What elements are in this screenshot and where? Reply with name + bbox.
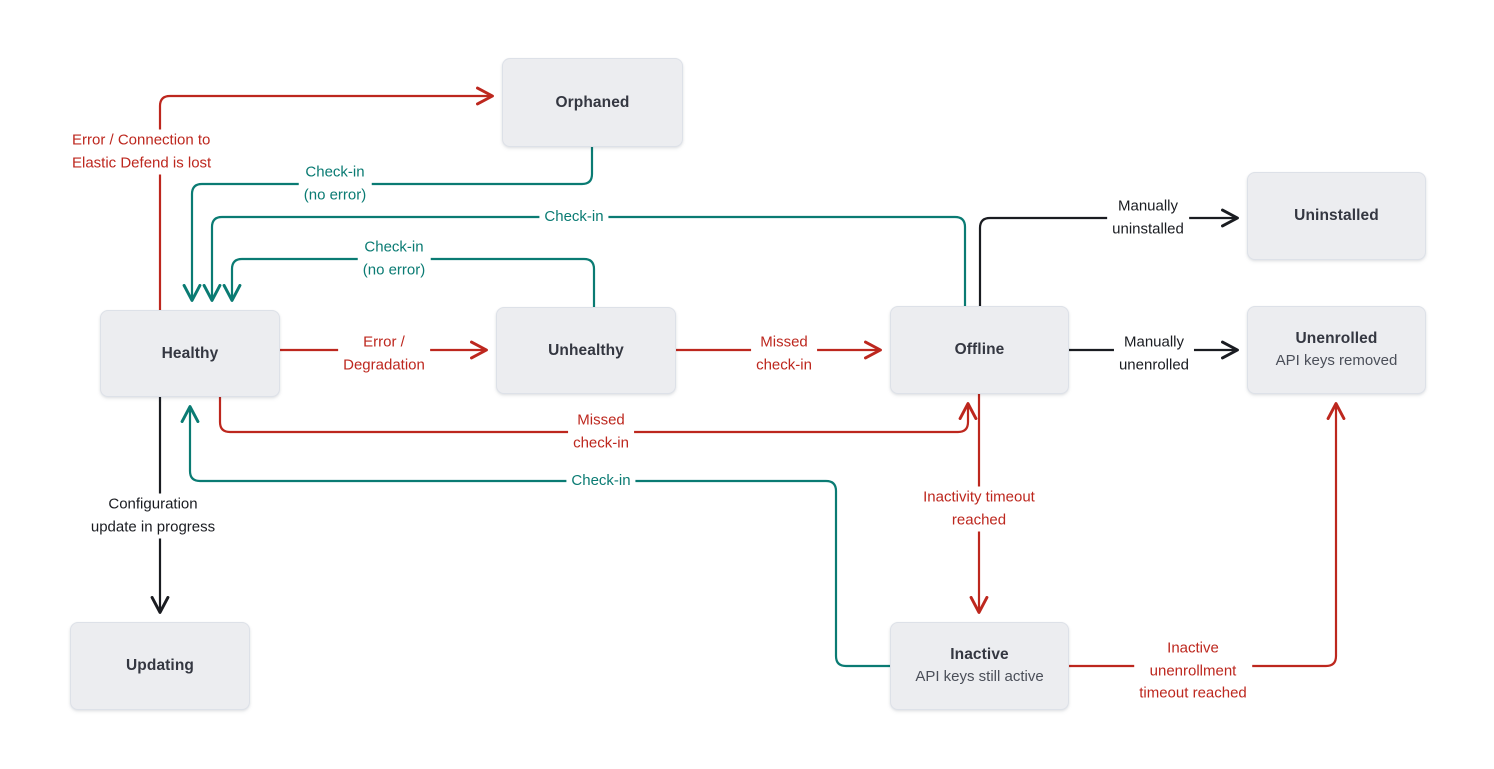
node-uninstalled-title: Uninstalled	[1294, 207, 1379, 225]
edge-inactive-to-unenrolled	[1067, 404, 1336, 668]
node-inactive-subtitle: API keys still active	[915, 667, 1044, 685]
node-offline[interactable]: Offline	[890, 306, 1069, 394]
edge-label-checkin-inactive: Check-in	[566, 469, 636, 493]
edge-label-checkin-no-error-orphaned: Check-in (no error)	[298, 161, 372, 207]
node-inactive-title: Inactive	[950, 646, 1009, 664]
node-healthy-title: Healthy	[161, 344, 219, 362]
edge-label-error-connection-lost: Error / Connection to Elastic Defend is …	[67, 129, 217, 175]
edge-label-missed-checkin-healthy: Missed check-in	[568, 409, 634, 455]
edge-offline-to-healthy	[212, 215, 967, 308]
edge-offline-to-uninstalled	[978, 218, 1237, 308]
edge-healthy-to-orphaned	[158, 96, 492, 312]
node-unhealthy[interactable]: Unhealthy	[496, 307, 676, 394]
edge-label-inactive-unenrollment-timeout: Inactive unenrollment timeout reached	[1134, 637, 1252, 705]
edge-inactive-to-healthy	[190, 407, 892, 668]
edge-label-checkin-offline: Check-in	[539, 205, 609, 229]
edge-label-manually-uninstalled: Manually uninstalled	[1107, 195, 1189, 241]
node-uninstalled[interactable]: Uninstalled	[1247, 172, 1426, 260]
node-offline-title: Offline	[954, 341, 1005, 359]
node-inactive[interactable]: Inactive API keys still active	[890, 622, 1069, 710]
node-healthy[interactable]: Healthy	[100, 310, 280, 397]
node-unenrolled-subtitle: API keys removed	[1275, 351, 1398, 369]
node-unenrolled[interactable]: Unenrolled API keys removed	[1247, 306, 1426, 394]
edge-label-inactivity-timeout: Inactivity timeout reached	[918, 486, 1040, 532]
node-updating[interactable]: Updating	[70, 622, 250, 710]
node-unenrolled-title: Unenrolled	[1295, 330, 1378, 348]
node-unhealthy-title: Unhealthy	[548, 341, 624, 359]
edge-label-error-degradation: Error / Degradation	[338, 331, 430, 377]
node-updating-title: Updating	[126, 657, 194, 675]
edge-orphaned-to-healthy	[192, 145, 594, 300]
edge-label-manually-unenrolled: Manually unenrolled	[1113, 331, 1195, 377]
edge-label-configuration-update: Configuration update in progress	[85, 493, 221, 539]
edge-label-checkin-no-error-unhealthy: Check-in (no error)	[357, 236, 431, 282]
node-orphaned-title: Orphaned	[555, 93, 630, 111]
edge-label-missed-checkin-unhealthy: Missed check-in	[751, 331, 817, 377]
node-orphaned[interactable]: Orphaned	[502, 58, 683, 147]
